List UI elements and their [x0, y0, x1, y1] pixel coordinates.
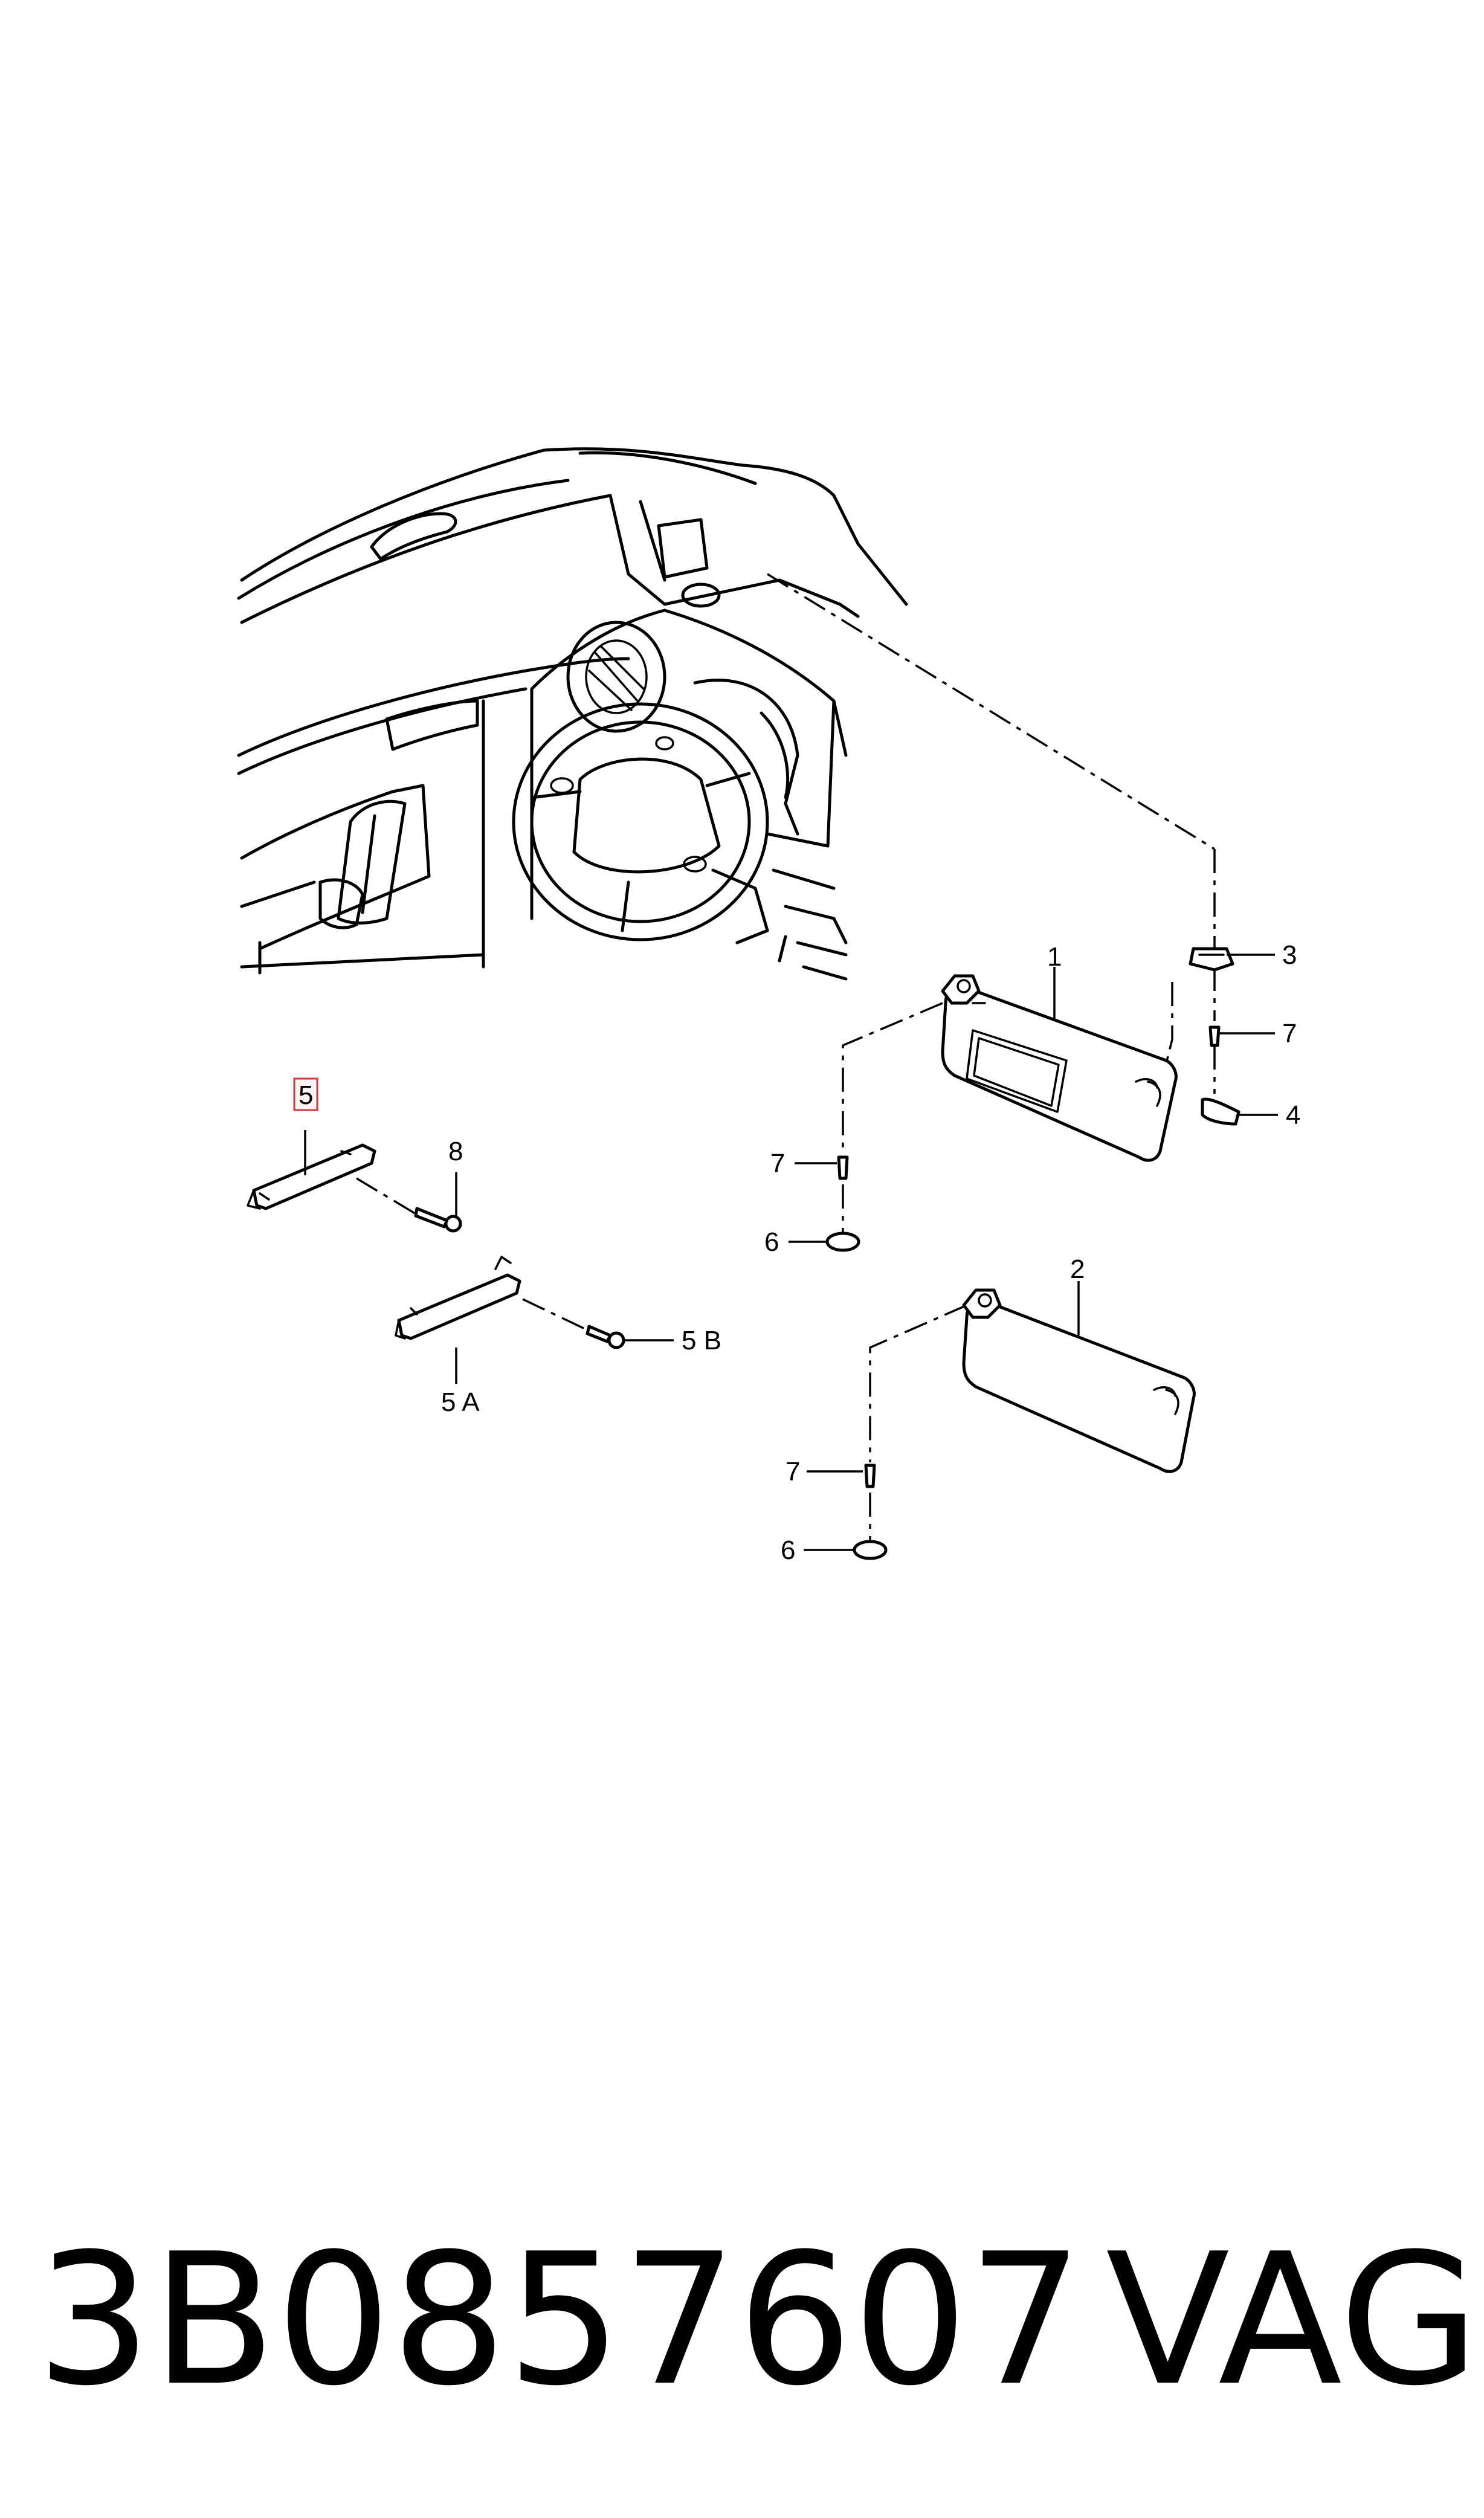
grab-handle-variant	[395, 1256, 521, 1340]
callout-labels: 1 2 3 4 7 7 7 6 6 5 8 5 A 5 B	[293, 940, 1300, 1565]
callout-6-upper: 6	[764, 1227, 779, 1257]
screw-7-left-lower	[864, 1464, 876, 1488]
assembly-leaders	[356, 573, 1216, 1541]
callout-5b: 5 B	[682, 1326, 721, 1355]
part-number: 3B0857607	[36, 2215, 1083, 2426]
screw-5b	[586, 1325, 625, 1349]
callout-leaders	[304, 954, 1278, 1551]
callout-5a: 5 A	[441, 1387, 480, 1417]
callout-3: 3	[1282, 940, 1297, 970]
callout-2: 2	[1070, 1254, 1085, 1284]
sun-visor	[962, 1288, 1196, 1473]
callout-7-left-lower: 7	[786, 1457, 800, 1487]
callout-8: 8	[448, 1137, 463, 1166]
brand-label: VAG	[1106, 2215, 1480, 2426]
visor-retainer-clip	[1189, 947, 1234, 972]
car-interior-illustration	[237, 447, 908, 981]
visor-bracket	[1201, 1097, 1240, 1126]
callout-7-right: 7	[1282, 1019, 1297, 1048]
footer: 3B0857607 VAG	[0, 2230, 1484, 2411]
screw-7-left-upper	[837, 1155, 849, 1180]
highlight-box	[293, 1077, 318, 1111]
callout-4: 4	[1286, 1100, 1300, 1130]
callout-7-left-upper: 7	[770, 1149, 785, 1178]
callout-6-lower: 6	[781, 1535, 795, 1565]
sun-visor-with-mirror	[941, 974, 1178, 1162]
cover-cap-6-lower	[853, 1540, 888, 1560]
callout-1: 1	[1047, 942, 1062, 972]
cover-cap-6-upper	[825, 1232, 860, 1252]
screw-7-right	[1208, 1025, 1221, 1047]
screw-8	[414, 1207, 462, 1233]
callout-5: 5	[298, 1080, 313, 1110]
grab-handle	[247, 1143, 376, 1210]
